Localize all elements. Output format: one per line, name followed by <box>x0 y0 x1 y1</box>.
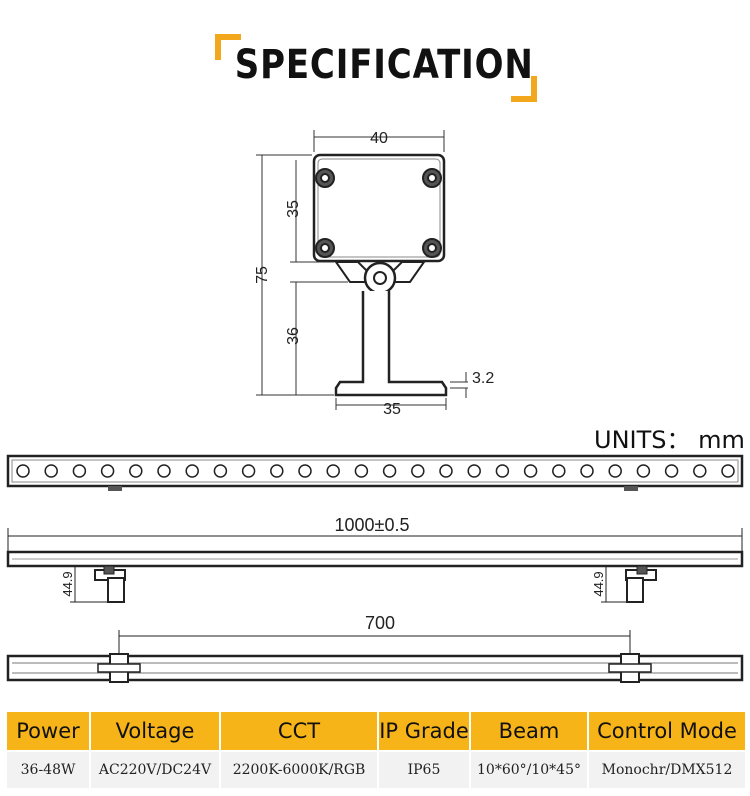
screw-holes <box>315 168 442 258</box>
led-dot <box>664 464 679 478</box>
dim-label-height-bottom: 36 <box>285 327 302 345</box>
led-dot <box>100 464 115 478</box>
led-dot <box>241 464 256 478</box>
dim-label-bracket-left: 44.9 <box>60 571 75 596</box>
led-dot <box>16 464 30 478</box>
section-dim-labels: 40 35 75 36 3.2 35 <box>254 130 494 418</box>
dim-label-base-width: 35 <box>383 401 401 418</box>
led-dot <box>326 464 340 478</box>
housing-inner <box>317 158 441 258</box>
led-dot <box>411 464 425 478</box>
led-dot <box>721 464 735 478</box>
led-dot <box>439 464 453 478</box>
led-dot <box>580 464 594 478</box>
bracket-stem <box>334 291 448 397</box>
dim-label-height-top: 35 <box>285 200 302 218</box>
led-dot <box>185 464 199 478</box>
led-dot <box>44 464 58 478</box>
header-control-mode: Control Mode <box>587 710 747 752</box>
page-title: SPECIFICATION <box>234 42 534 88</box>
corner-bracket-top-left <box>215 34 241 60</box>
spec-value-row: 36-48W AC220V/DC24V 2200K-6000K/RGB IP65… <box>5 750 747 790</box>
led-bar-side-view <box>6 528 744 603</box>
cross-section-view <box>256 130 468 410</box>
led-dot <box>270 464 284 478</box>
led-dot <box>693 464 707 478</box>
value-power: 36-48W <box>5 750 91 790</box>
dim-label-bracket-spacing: 700 <box>365 613 395 633</box>
dim-label-bracket-right: 44.9 <box>591 571 606 596</box>
led-dot <box>354 464 369 478</box>
housing-outline <box>312 153 446 263</box>
spec-header-row: Power Voltage CCT IP Grade Beam Control … <box>5 710 747 752</box>
led-dot <box>129 464 143 478</box>
led-dot <box>72 464 87 478</box>
header-beam: Beam <box>469 710 589 752</box>
value-control-mode: Monochr/DMX512 <box>587 750 747 790</box>
value-ip-grade: IP65 <box>377 750 471 790</box>
side-dim-labels: 1000±0.5 44.9 44.9 <box>60 515 606 597</box>
value-beam: 10*60°/10*45° <box>469 750 589 790</box>
header-voltage: Voltage <box>89 710 221 752</box>
dim-label-width-top: 40 <box>370 130 388 147</box>
header-power: Power <box>5 710 91 752</box>
dim-label-total-length: 1000±0.5 <box>335 515 410 535</box>
led-dot <box>157 464 171 478</box>
corner-bracket-bottom-right <box>511 76 537 102</box>
dim-label-flange: 3.2 <box>472 370 494 387</box>
spec-title-block: SPECIFICATION <box>210 30 540 105</box>
led-bar-front-view <box>6 454 744 491</box>
led-dot <box>298 464 312 478</box>
led-dot <box>382 464 397 478</box>
led-bar-bottom-view <box>6 630 744 683</box>
led-dot <box>636 464 651 478</box>
led-dot <box>495 464 510 478</box>
value-voltage: AC220V/DC24V <box>89 750 221 790</box>
led-dots <box>16 464 735 478</box>
led-dot <box>213 464 228 478</box>
spec-table: Power Voltage CCT IP Grade Beam Control … <box>5 710 747 790</box>
led-dot <box>523 464 538 478</box>
header-cct: CCT <box>219 710 379 752</box>
units-label: UNITS： mm <box>594 426 745 454</box>
led-dot <box>552 464 566 478</box>
led-dot <box>467 464 481 478</box>
value-cct: 2200K-6000K/RGB <box>219 750 379 790</box>
dim-label-height-total: 75 <box>254 266 271 284</box>
led-dot <box>608 464 622 478</box>
header-ip-grade: IP Grade <box>377 710 471 752</box>
